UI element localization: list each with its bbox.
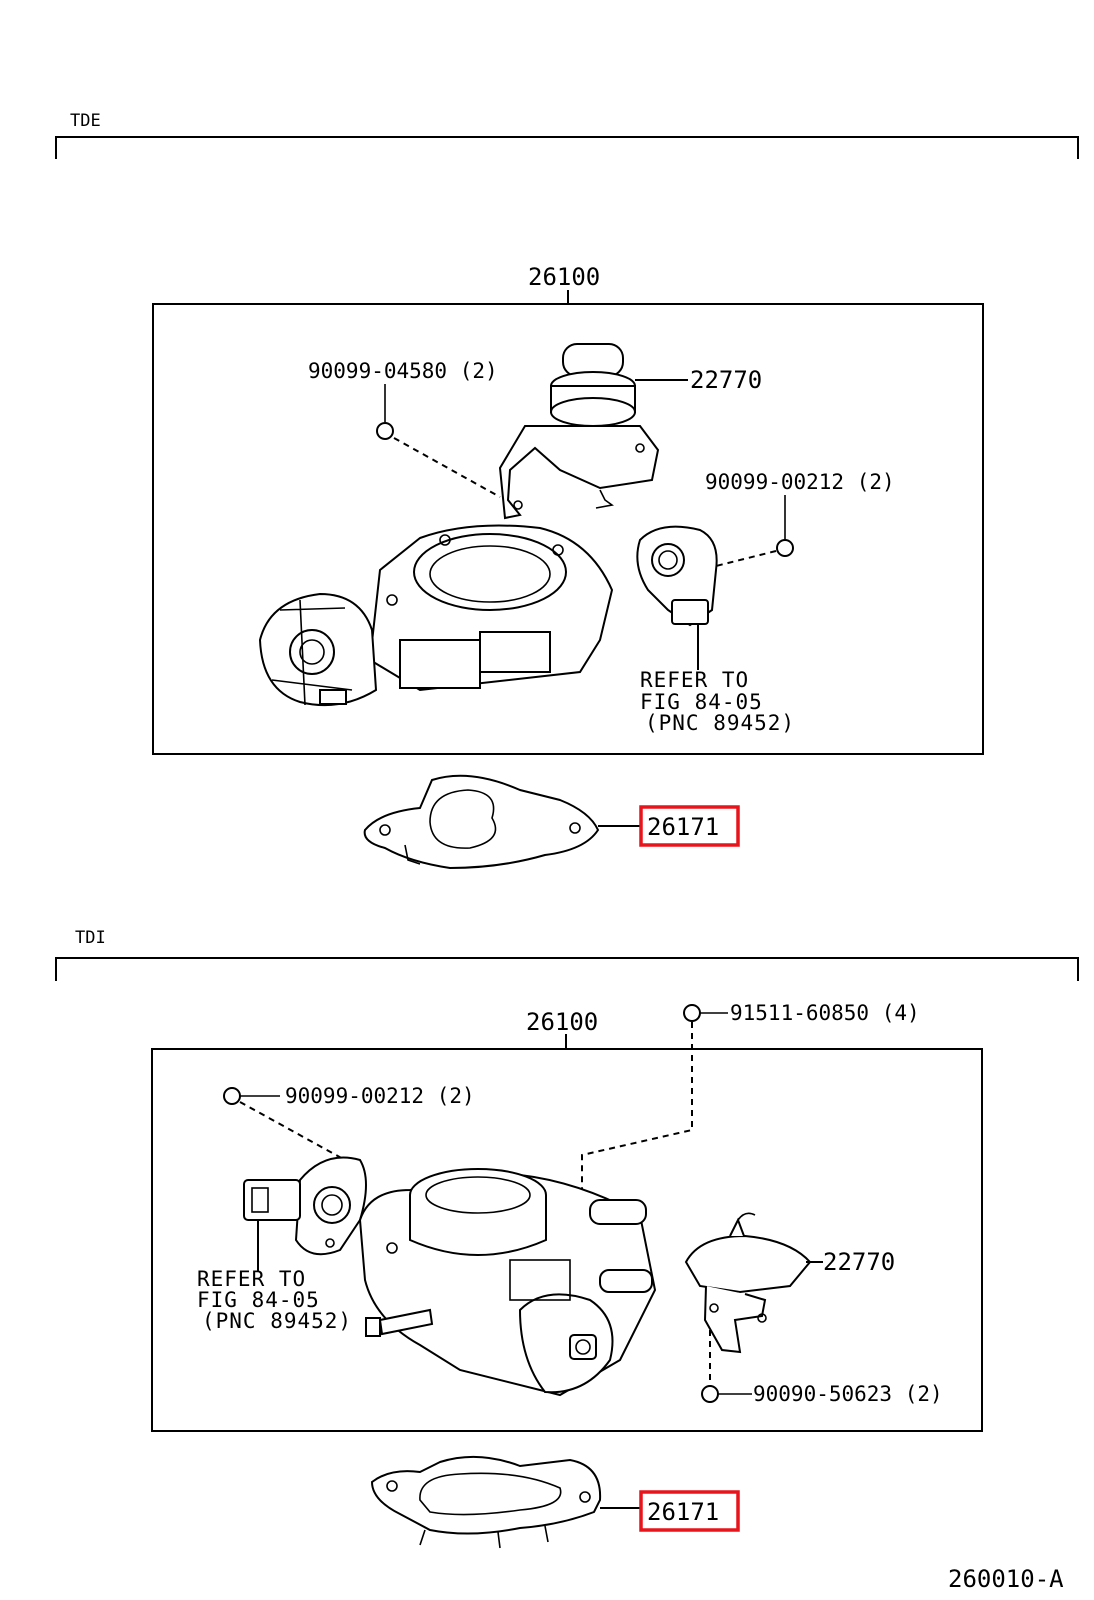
valve-label-22770-tde[interactable]: 22770 (690, 366, 762, 394)
vacuum-actuator-icon (684, 1212, 812, 1354)
assembly-box-tdi (151, 1048, 983, 1432)
bolt-label-90099-00212-tdi[interactable]: 90099-00212 (2) (285, 1084, 475, 1108)
assembly-label-tde[interactable]: 26100 (528, 263, 600, 291)
gasket-icon-tdi (370, 1455, 602, 1549)
bolt-icon (776, 539, 794, 557)
ref-label-line3-tdi[interactable]: (PNC 89452) (202, 1309, 352, 1333)
bolt-dash-line (239, 1101, 346, 1161)
bolt-icon (223, 1087, 241, 1105)
bolt-label-90099-00212-tde[interactable]: 90099-00212 (2) (705, 470, 895, 494)
throttle-position-sensor-icon (636, 525, 718, 627)
bolt-icon (701, 1385, 719, 1403)
section-bracket-tde (55, 136, 1079, 159)
section-tdi: TDI 26100 91511-60850 (4) 90099-00212 (2… (55, 928, 1079, 1549)
ref-label-line2-tde[interactable]: FIG 84-05 (640, 690, 763, 714)
bolt-icon (683, 1004, 701, 1022)
section-title-tdi: TDI (75, 928, 106, 948)
ref-label-line3-tde[interactable]: (PNC 89452) (645, 711, 795, 735)
bolt-dash-line (393, 437, 501, 498)
valve-label-22770-tdi[interactable]: 22770 (823, 1248, 895, 1276)
ref-label-line2-tdi[interactable]: FIG 84-05 (197, 1288, 320, 1312)
ref-label-line1-tdi[interactable]: REFER TO (197, 1267, 306, 1291)
gasket-label-26171-tde[interactable]: 26171 (647, 813, 719, 841)
bolt-label-91511-60850[interactable]: 91511-60850 (4) (730, 1001, 920, 1025)
gasket-label-26171-tdi[interactable]: 26171 (647, 1498, 719, 1526)
figure-id: 260010-A (948, 1565, 1064, 1593)
throttle-body-icon (358, 1168, 657, 1397)
bolt-label-90099-04580[interactable]: 90099-04580 (2) (308, 359, 498, 383)
bolt-dash-line (711, 550, 777, 568)
ref-label-line1-tde[interactable]: REFER TO (640, 668, 749, 692)
section-title-tde: TDE (70, 111, 101, 131)
vacuum-actuator-icon (498, 343, 660, 520)
gasket-icon-tde (363, 774, 600, 870)
throttle-position-sensor-icon (243, 1156, 367, 1256)
assembly-box-tde (152, 303, 984, 755)
gasket-highlight-box-tde (639, 805, 740, 847)
section-tde: TDE 26100 90099-04580 (2) 22770 90099-00… (55, 111, 1079, 870)
bolt-icon (376, 422, 394, 440)
throttle-body-icon (258, 524, 614, 707)
assembly-label-tdi[interactable]: 26100 (526, 1008, 598, 1036)
bolt-label-90090-50623[interactable]: 90090-50623 (2) (753, 1382, 943, 1406)
section-bracket-tdi (55, 957, 1079, 981)
gasket-highlight-box-tdi (639, 1490, 740, 1532)
